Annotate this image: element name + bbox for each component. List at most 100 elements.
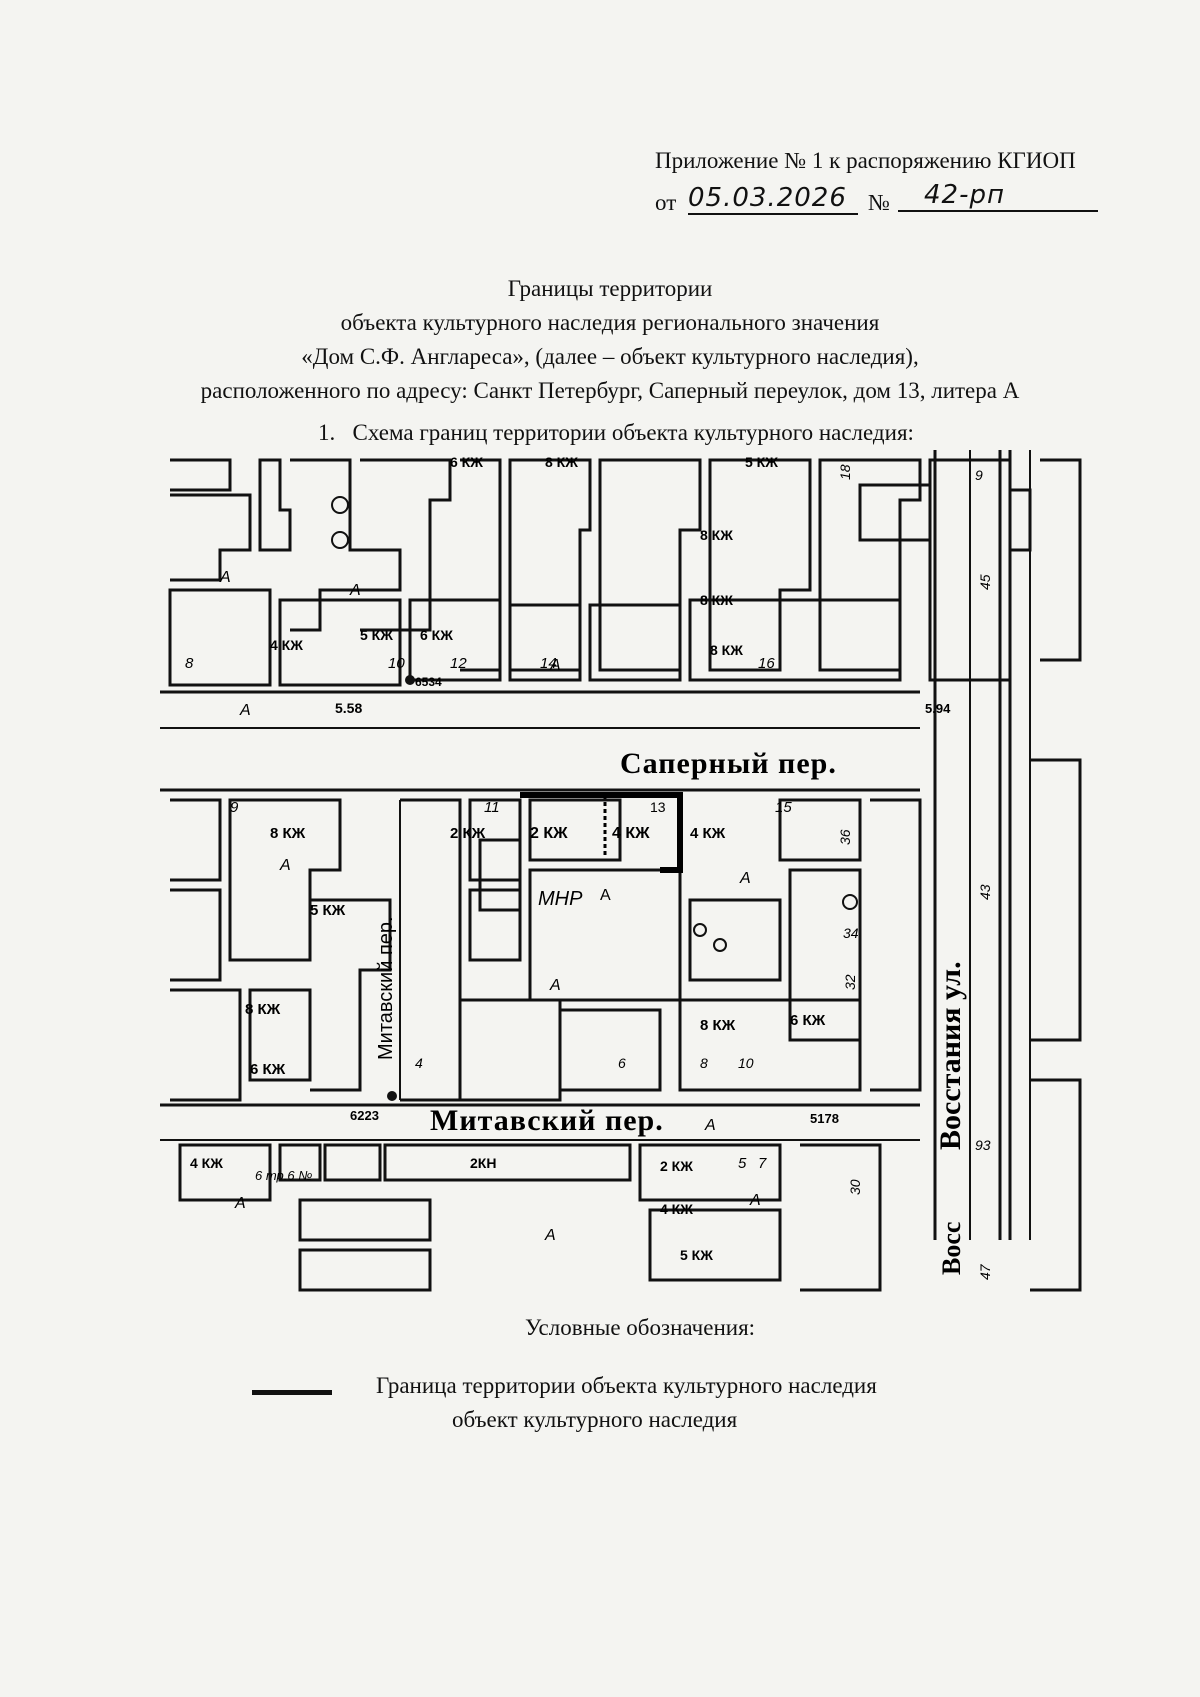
map-decor <box>713 938 727 952</box>
map-building <box>858 483 932 542</box>
label-floors: 8 КЖ <box>700 527 733 543</box>
label-lit: А <box>349 582 361 599</box>
label-house-number: 43 <box>977 884 993 900</box>
label-floors: 5 КЖ <box>745 454 778 470</box>
benchmark-dot <box>842 894 858 910</box>
map-building <box>400 798 462 1102</box>
label-lit: А <box>549 977 561 994</box>
map-building <box>778 798 862 862</box>
map-building <box>870 798 922 1092</box>
label-floors: 2КН <box>470 1155 496 1171</box>
label-house-number: 4 <box>415 1055 423 1071</box>
title-line-1: Границы территории <box>507 276 713 301</box>
map-building <box>170 458 232 492</box>
label-floors: 4 КЖ <box>660 1201 693 1217</box>
map-building <box>928 458 1032 682</box>
label-building: 6 тр.6 № <box>255 1168 312 1183</box>
label-elevation: 5.94 <box>925 701 951 716</box>
map-building <box>248 988 312 1082</box>
map-building <box>478 838 522 912</box>
label-elevation: 6534 <box>415 675 442 689</box>
label-house-number: 9 <box>230 799 239 816</box>
label-floors: 6 КЖ <box>450 454 483 470</box>
label-lit: А <box>279 857 291 874</box>
map-building <box>360 458 452 632</box>
map-building <box>258 458 292 552</box>
map-building <box>588 603 682 682</box>
label-house-number: 36 <box>837 829 853 845</box>
map-building <box>298 1198 432 1242</box>
label-elevation: 5178 <box>810 1111 839 1126</box>
map-decor <box>331 496 349 514</box>
map-building <box>178 1143 272 1202</box>
label-house-number: 5 <box>738 1155 747 1172</box>
label-floors: 6 КЖ <box>790 1012 826 1029</box>
section-number: 1. <box>318 420 336 445</box>
label-floors: 5 КЖ <box>360 627 393 643</box>
street-vosstaniya: Восстания ул. <box>934 961 967 1150</box>
map-building <box>228 798 342 962</box>
map-decor <box>693 923 707 937</box>
label-heritage-mark: МНР <box>538 888 583 910</box>
street-vosst-short: Восс <box>937 1222 966 1275</box>
label-house-number: 12 <box>450 655 467 672</box>
label-house-number: 30 <box>847 1179 863 1195</box>
map-building <box>688 898 782 982</box>
label-house-number: 15 <box>775 799 792 816</box>
title-line-4: расположенного по адресу: Санкт Петербур… <box>200 378 1020 403</box>
map-building <box>168 588 272 687</box>
label-floors: 6 КЖ <box>250 1061 286 1078</box>
label-elevation: 6223 <box>350 1108 379 1123</box>
label-house-number: 16 <box>758 655 775 672</box>
label-lit: А <box>219 569 231 586</box>
title-line-2: объекта культурного наследия регионально… <box>340 310 880 335</box>
label-house-number: 10 <box>738 1055 754 1071</box>
map-building <box>528 798 622 862</box>
order-date: 05.03.2026 <box>688 183 858 215</box>
label-floors: 2 КЖ <box>660 1158 693 1174</box>
label-house-number: 9 <box>975 467 983 483</box>
label-floors: 6 КЖ <box>420 627 453 643</box>
label-floors: 4 КЖ <box>690 825 726 842</box>
boundary-map: Саперный пер. Митавский пер. Восстания у… <box>160 440 1100 1300</box>
label-lit: А <box>739 870 751 887</box>
label-house-number: 47 <box>977 1263 993 1280</box>
map-building <box>170 988 242 1102</box>
label-house-number: 11 <box>484 799 500 816</box>
label-lit: А <box>749 1192 761 1209</box>
label-floors: 8 КЖ <box>270 825 306 842</box>
label-house-number: 13 <box>650 799 666 815</box>
map-building <box>323 1143 382 1182</box>
label-floors: 2 КЖ <box>530 825 568 842</box>
map-building <box>383 1143 632 1182</box>
map-building <box>678 998 862 1092</box>
map-building <box>508 603 582 682</box>
map-building <box>1040 458 1082 662</box>
label-lit: А <box>239 702 251 719</box>
map-building <box>1030 1078 1082 1292</box>
legend-item-object: объект культурного наследия <box>452 1407 738 1432</box>
map-building <box>278 598 402 687</box>
label-house-number: 45 <box>977 574 993 590</box>
map-building <box>558 1008 662 1092</box>
street-mitavsky-vertical: Митавский пер. <box>375 916 397 1060</box>
map-building <box>508 458 592 672</box>
map-building <box>688 598 902 682</box>
label-floors: 2 КЖ <box>450 825 486 842</box>
map-building <box>298 1248 432 1292</box>
label-house-number: 14 <box>540 655 557 672</box>
label-house-number: 93 <box>975 1137 991 1153</box>
map-building <box>290 458 402 632</box>
map-building <box>170 493 252 582</box>
map-building <box>460 458 502 672</box>
label-lit: А <box>234 1195 246 1212</box>
label-house-number: 8 <box>185 655 194 672</box>
label-house-number: 18 <box>837 464 853 480</box>
number-label: № <box>868 190 890 215</box>
label-floors: 5 КЖ <box>680 1247 713 1263</box>
label-house-number: 32 <box>842 974 858 990</box>
label-floors: 4 КЖ <box>270 637 303 653</box>
map-building <box>598 458 702 672</box>
label-floors: 8 КЖ <box>245 1001 281 1018</box>
legend-item-boundary: Граница территории объекта культурного н… <box>376 1373 877 1398</box>
